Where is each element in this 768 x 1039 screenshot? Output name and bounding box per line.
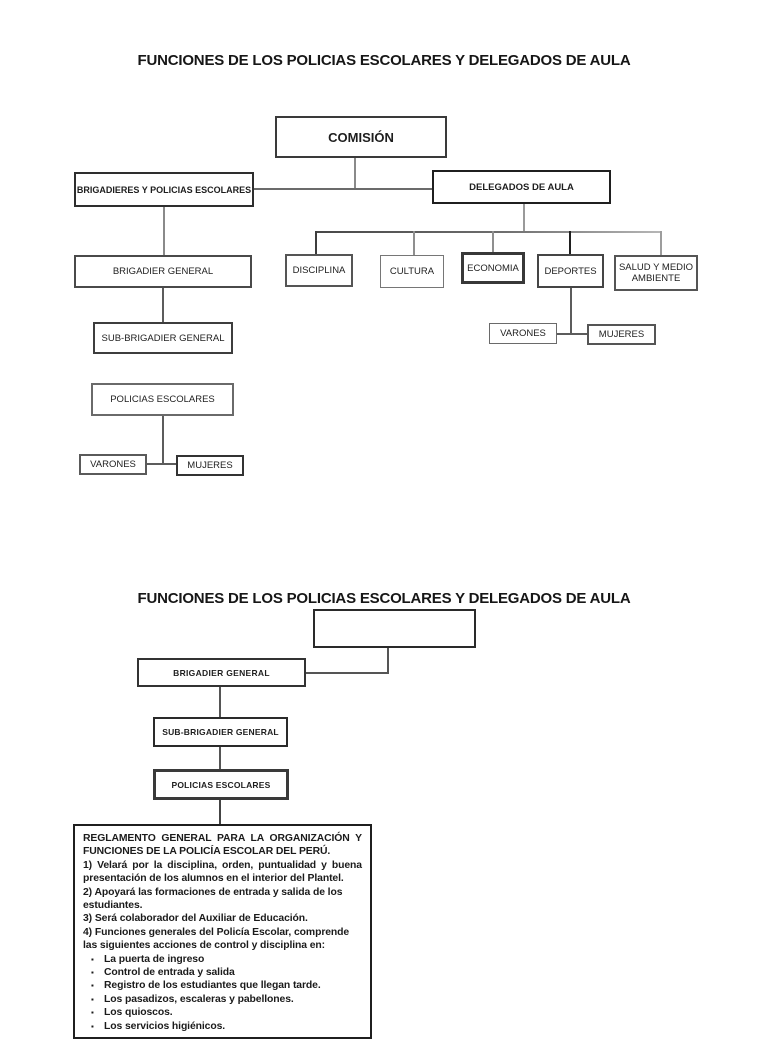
rules-item-3: 3) Será colaborador del Auxiliar de Educ… <box>83 913 308 925</box>
org-box-policias-escolares-2: POLICIAS ESCOLARES <box>153 769 289 800</box>
bullet-text: Registro de los estudiantes que llegan t… <box>104 980 321 992</box>
bullet-text: Los pasadizos, escaleras y pabellones. <box>104 993 294 1005</box>
bullet-icon: ▪ <box>91 1008 94 1018</box>
connector-varones-mujeres <box>147 463 177 465</box>
org-box-sub-brigadier-general: SUB-BRIGADIER GENERAL <box>93 322 233 354</box>
rules-heading: REGLAMENTO GENERAL PARA LA ORGANIZACIÓN … <box>83 833 362 858</box>
connector-deportes-varones-mujeres <box>556 333 588 335</box>
page2-title: FUNCIONES DE LOS POLICIAS ESCOLARES Y DE… <box>137 590 631 607</box>
rules-item-2: 2) Apoyará las formaciones de entrada y … <box>83 886 343 912</box>
bullet-item: ▪ La puerta de ingreso <box>83 953 362 966</box>
bullet-icon: ▪ <box>91 994 94 1004</box>
org-box-deportes-varones: VARONES <box>489 323 557 344</box>
org-box-delegados-aula: DELEGADOS DE AULA <box>432 170 611 204</box>
bullet-item: ▪ Los servicios higiénicos. <box>83 1020 362 1033</box>
org-box-deportes: DEPORTES <box>537 254 604 288</box>
connector-stub-disciplina <box>315 231 317 254</box>
connector-brigadieres-down <box>163 207 165 255</box>
connector-policias2-rules <box>219 800 221 824</box>
bullet-item: ▪ Control de entrada y salida <box>83 966 362 979</box>
rules-box: REGLAMENTO GENERAL PARA LA ORGANIZACIÓN … <box>73 824 372 1039</box>
connector-brigadieres-delegados <box>254 188 432 190</box>
connector-policias-down <box>162 416 164 464</box>
connector-comision-down <box>354 158 356 190</box>
bullet-icon: ▪ <box>91 981 94 991</box>
org-box-disciplina: DISCIPLINA <box>285 254 353 287</box>
bullet-item: ▪ Los quioscos. <box>83 1006 362 1019</box>
org-box-salud-medio-ambiente: SALUD Y MEDIO AMBIENTE <box>614 255 698 291</box>
connector-distribution <box>315 231 662 233</box>
rules-item-1: 1) Velará por la disciplina, orden, punt… <box>83 859 362 885</box>
connector-stub-salud <box>660 231 662 255</box>
bullet-text: Los quioscos. <box>104 1007 173 1019</box>
org-box-mujeres: MUJERES <box>176 455 244 476</box>
connector-delegados-down <box>523 204 525 232</box>
bullet-item: ▪ Los pasadizos, escaleras y pabellones. <box>83 993 362 1006</box>
org-box-cultura: CULTURA <box>380 255 444 288</box>
connector-brigadier-sub <box>162 288 164 322</box>
bullet-icon: ▪ <box>91 1021 94 1031</box>
bullet-item: ▪ Registro de los estudiantes que llegan… <box>83 979 362 992</box>
org-box-brigadier-general: BRIGADIER GENERAL <box>74 255 252 288</box>
bullet-icon: ▪ <box>91 968 94 978</box>
org-box-policias-escolares: POLICIAS ESCOLARES <box>91 383 234 416</box>
org-box-economia: ECONOMIA <box>461 252 525 284</box>
connector-topbox-down <box>387 648 389 674</box>
org-box-deportes-mujeres: MUJERES <box>587 324 656 345</box>
bullet-icon: ▪ <box>91 954 94 964</box>
connector-sub2-policias2 <box>219 747 221 769</box>
org-box-varones: VARONES <box>79 454 147 475</box>
org-box-comision: COMISIÓN <box>275 116 447 158</box>
org-box-sub-brigadier-general-2: SUB-BRIGADIER GENERAL <box>153 717 288 747</box>
connector-stub-cultura <box>413 231 415 255</box>
bullet-text: La puerta de ingreso <box>104 953 205 965</box>
bullet-text: Los servicios higiénicos. <box>104 1020 226 1032</box>
connector-deportes-down <box>570 288 572 334</box>
connector-topbox-brigadier <box>306 672 389 674</box>
org-box-brigadieres-policias: BRIGADIERES Y POLICIAS ESCOLARES <box>74 172 254 207</box>
org-box-brigadier-general-2: BRIGADIER GENERAL <box>137 658 306 687</box>
org-box-top-empty <box>313 609 476 648</box>
page1-title: FUNCIONES DE LOS POLICIAS ESCOLARES Y DE… <box>137 52 631 69</box>
bullet-text: Control de entrada y salida <box>104 967 235 979</box>
connector-stub-deportes <box>569 231 571 254</box>
connector-brigadier2-sub2 <box>219 687 221 717</box>
rules-item-4: 4) Funciones generales del Policía Escol… <box>83 926 350 952</box>
connector-stub-economia <box>492 231 494 253</box>
